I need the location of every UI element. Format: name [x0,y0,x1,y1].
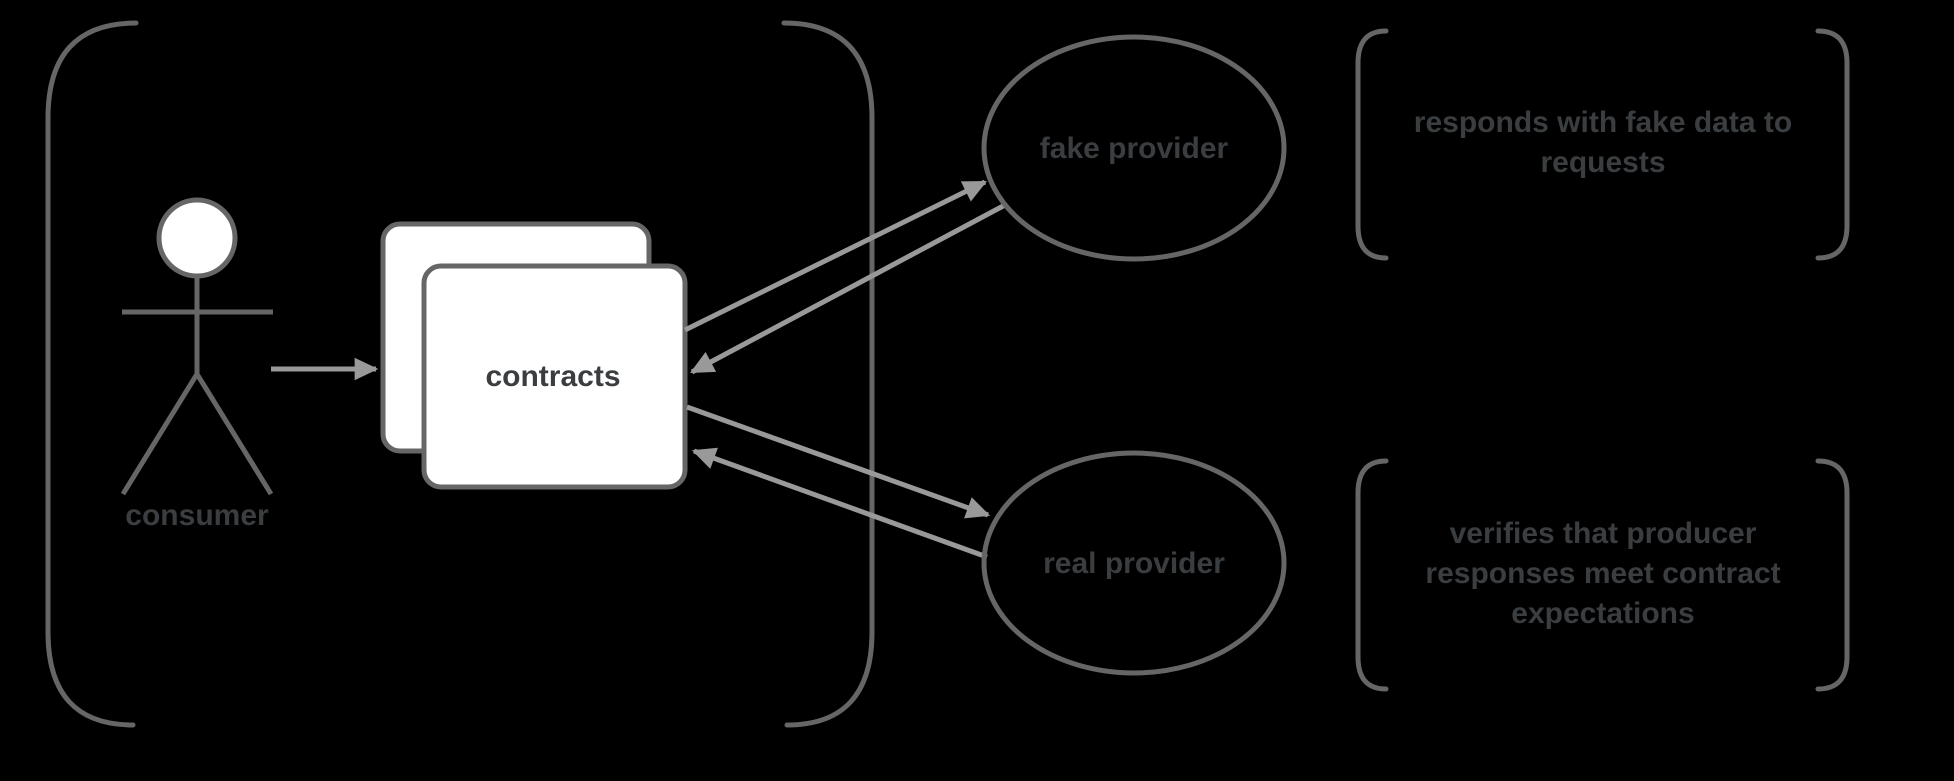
consumer-label: consumer [125,499,269,532]
real-provider-label: real provider [1043,547,1225,580]
fake-provider-to-contracts-arrow [690,202,1007,375]
real-provider-annotation: verifies that producer responses meet co… [1355,458,1850,692]
actor-left-leg-icon [120,372,200,496]
contracts-label: contracts [485,360,620,393]
fake-annotation-close-bracket-icon [1815,28,1850,261]
real-annotation-close-bracket-icon [1815,458,1850,692]
contracts-to-fake-provider-arrow [683,179,988,333]
fake-provider-ellipse [981,34,1287,262]
contracts-node: contracts [380,221,688,490]
consumer-group-close-bracket-icon [781,20,875,728]
fake-annotation-line: requests [1540,146,1665,179]
actor-head-icon [156,197,238,279]
real-annotation-line: expectations [1511,597,1694,630]
real-provider-to-contracts-arrow [691,447,988,560]
real-annotation-line: responses meet contract [1425,557,1780,590]
real-provider-node: real provider [981,450,1287,676]
fake-provider-annotation: responds with fake data to requests [1355,28,1850,261]
consumer-actor-icon [120,197,274,496]
consumer-group-open-bracket-icon [45,20,139,728]
contracts-to-real-provider-arrow [686,404,991,519]
fake-provider-label: fake provider [1040,132,1229,165]
contracts-front-card [421,263,688,490]
real-annotation-open-bracket-icon [1355,458,1389,692]
actor-right-leg-icon [194,372,274,496]
real-annotation-line: verifies that producer [1450,517,1757,550]
fake-annotation-open-bracket-icon [1355,28,1389,261]
fake-provider-node: fake provider [981,34,1287,262]
fake-annotation-line: responds with fake data to [1414,106,1792,139]
real-provider-ellipse [981,450,1287,676]
